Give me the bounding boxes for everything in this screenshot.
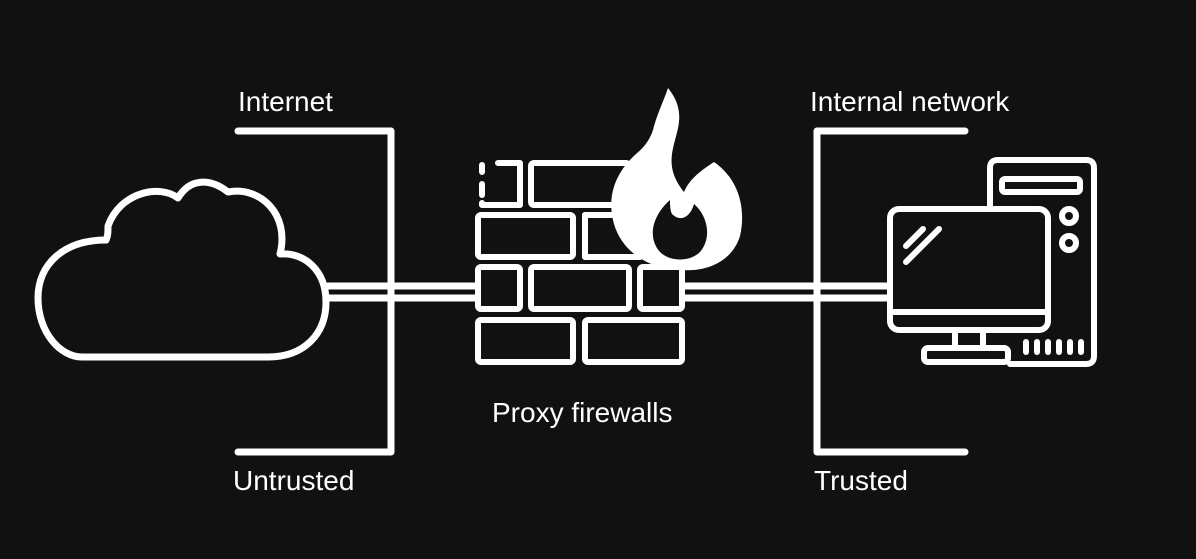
connection-left <box>324 282 480 302</box>
flame-icon <box>611 88 743 271</box>
trusted-label: Trusted <box>814 465 908 496</box>
untrusted-label: Untrusted <box>233 465 355 496</box>
desktop-computer-icon <box>887 157 1097 367</box>
internal-network-label: Internal network <box>810 86 1010 117</box>
internet-label: Internet <box>238 86 333 117</box>
internet-bracket <box>234 127 395 456</box>
connection-right <box>680 282 894 302</box>
tower-vents <box>1023 339 1084 355</box>
proxy-firewalls-label: Proxy firewalls <box>492 397 673 428</box>
cloud-icon <box>34 178 330 361</box>
internal-network-bracket <box>813 127 969 456</box>
